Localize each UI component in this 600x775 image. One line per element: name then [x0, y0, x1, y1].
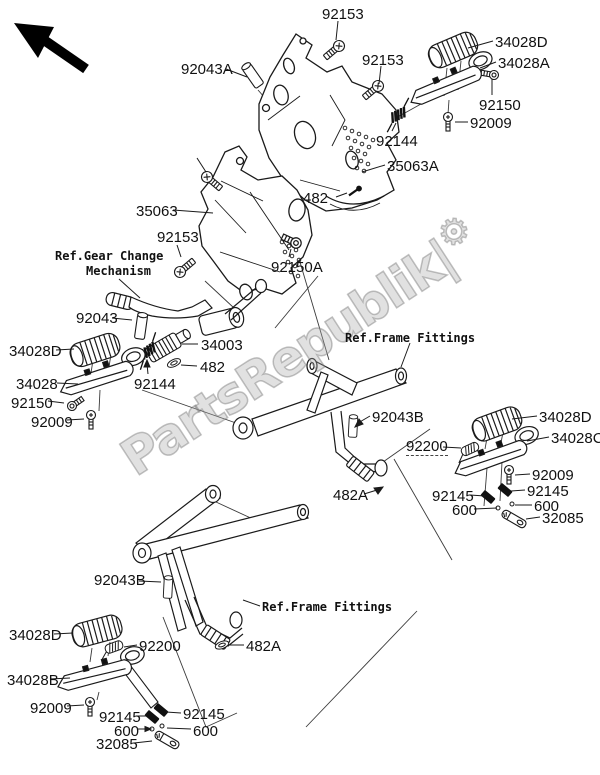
part-label-600: 600 [534, 498, 560, 515]
part-label-34003: 34003 [201, 337, 243, 354]
ref-note-ref-frame-fittings: Ref.Frame Fittings [262, 600, 393, 614]
part-label-92145: 92145 [432, 488, 474, 505]
part-label-600: 600 [452, 502, 478, 519]
footrest-bracket-front-right [258, 33, 400, 212]
part-label-92200: 92200 [406, 438, 448, 456]
footrest-bracket-front-left [198, 145, 313, 301]
part-label-482: 482 [303, 190, 329, 207]
part-label-34028d: 34028D [495, 34, 548, 51]
part-label-92043a: 92043A [181, 61, 233, 78]
part-label-600: 600 [114, 723, 140, 740]
part-label-92009: 92009 [30, 700, 72, 717]
ref-note-ref-gear-change: Ref.Gear Change [55, 249, 164, 263]
leader-lines [47, 20, 550, 744]
part-label-92153: 92153 [362, 52, 404, 69]
part-label-34028d: 34028D [9, 343, 62, 360]
ref-note-ref-frame-fittings: Ref.Frame Fittings [345, 331, 476, 345]
part-label-92043b: 92043B [372, 409, 424, 426]
part-label-92145: 92145 [99, 709, 141, 726]
part-label-92153: 92153 [157, 229, 199, 246]
part-label-600: 600 [193, 723, 219, 740]
part-label-92144: 92144 [376, 133, 418, 150]
part-label-92009: 92009 [470, 115, 512, 132]
clip-482 [348, 185, 362, 197]
part-label-34028b: 34028B [7, 672, 59, 689]
ref-note-mechanism: Mechanism [86, 264, 152, 278]
part-label-32085: 32085 [542, 510, 584, 527]
part-label-35063a: 35063A [387, 158, 439, 175]
pin-600 [509, 501, 515, 507]
part-label-92200: 92200 [139, 638, 181, 655]
rear-right-frame-fitting [232, 357, 408, 482]
part-label-92150a: 92150A [271, 259, 323, 276]
gear-change-lever [105, 278, 268, 336]
part-label-34028a: 34028A [498, 55, 550, 72]
part-label-482a: 482A [333, 487, 369, 504]
part-label-32085: 32085 [96, 736, 138, 753]
part-label-35063: 35063 [136, 203, 178, 220]
part-label-92153: 92153 [322, 6, 364, 23]
part-label-92144: 92144 [134, 376, 176, 393]
part-label-34028d: 34028D [9, 627, 62, 644]
part-label-92009: 92009 [31, 414, 73, 431]
part-label-482: 482 [200, 359, 226, 376]
part-label-92145: 92145 [183, 706, 225, 723]
part-label-92150: 92150 [11, 395, 53, 412]
part-label-92009: 92009 [532, 467, 574, 484]
part-label-34028: 34028 [16, 376, 58, 393]
part-label-92043b: 92043B [94, 572, 146, 589]
direction-arrow-icon [14, 23, 89, 74]
pin-600 [159, 723, 165, 729]
part-label-92145: 92145 [527, 483, 569, 500]
part-label-92043: 92043 [76, 310, 118, 327]
rear-left-frame-fitting [132, 484, 310, 650]
part-label-34028c: 34028C [551, 430, 600, 447]
part-label-482a: 482A [246, 638, 282, 655]
part-label-92150: 92150 [479, 97, 521, 114]
part-label-34028d: 34028D [539, 409, 592, 426]
